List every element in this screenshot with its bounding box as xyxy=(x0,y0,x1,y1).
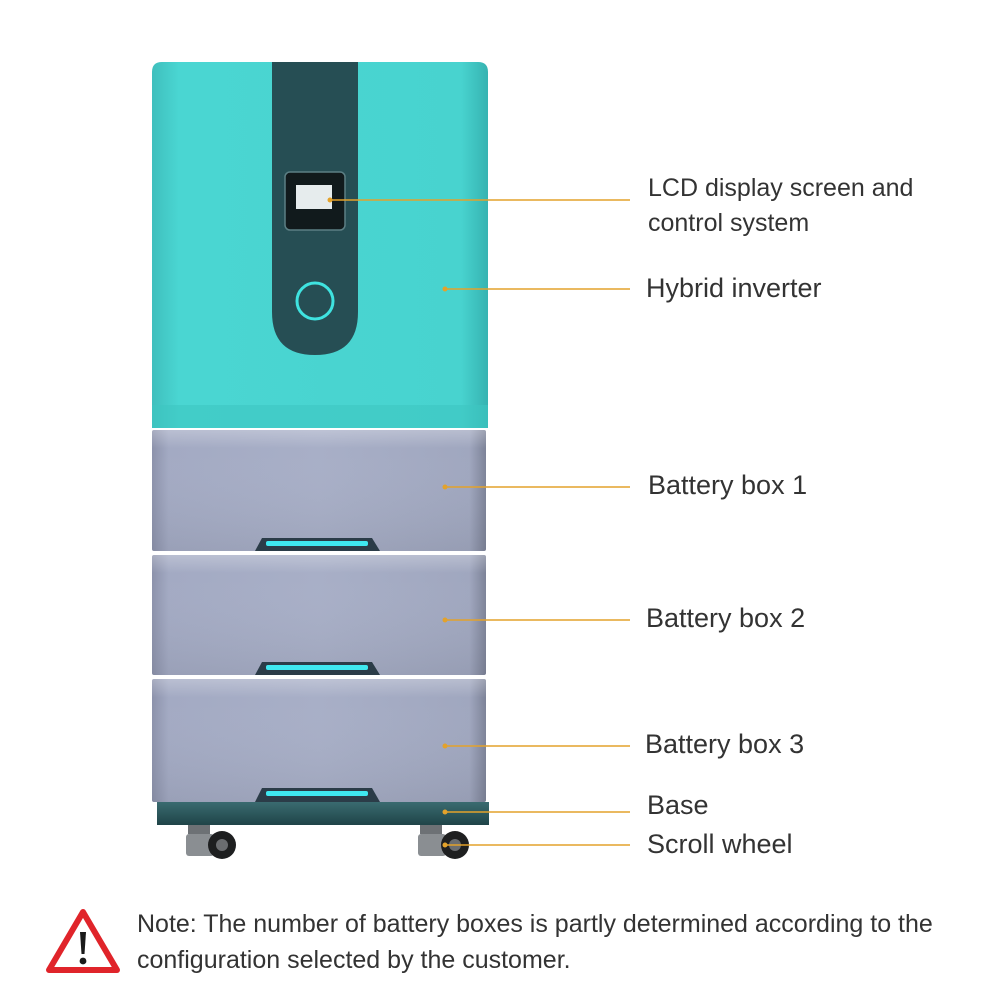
base xyxy=(157,802,489,825)
battery-box-2 xyxy=(152,555,486,675)
battery-box-1 xyxy=(152,430,486,551)
warning-triangle-icon xyxy=(46,909,120,973)
configuration-note: Note: The number of battery boxes is par… xyxy=(137,910,933,974)
lcd-label-line2: control system xyxy=(648,209,810,237)
lcd-label-line1: LCD display screen and xyxy=(648,174,914,202)
hybrid-inverter-label: Hybrid inverter xyxy=(646,273,822,303)
battery-box-3 xyxy=(152,679,486,802)
scroll-wheel-left xyxy=(186,825,236,859)
power-button-icon xyxy=(295,281,335,321)
lcd-screen xyxy=(284,171,346,231)
hybrid-inverter xyxy=(152,62,488,428)
base-label: Base xyxy=(647,790,709,820)
handle-light xyxy=(255,788,380,802)
battery-box-1-label: Battery box 1 xyxy=(648,470,808,500)
scroll-wheel-right xyxy=(418,825,469,859)
battery-box-3-label: Battery box 3 xyxy=(645,729,805,759)
handle-light xyxy=(255,662,380,675)
battery-box-2-label: Battery box 2 xyxy=(646,603,806,633)
handle-light xyxy=(255,538,380,551)
scroll-wheel-label: Scroll wheel xyxy=(647,829,793,859)
